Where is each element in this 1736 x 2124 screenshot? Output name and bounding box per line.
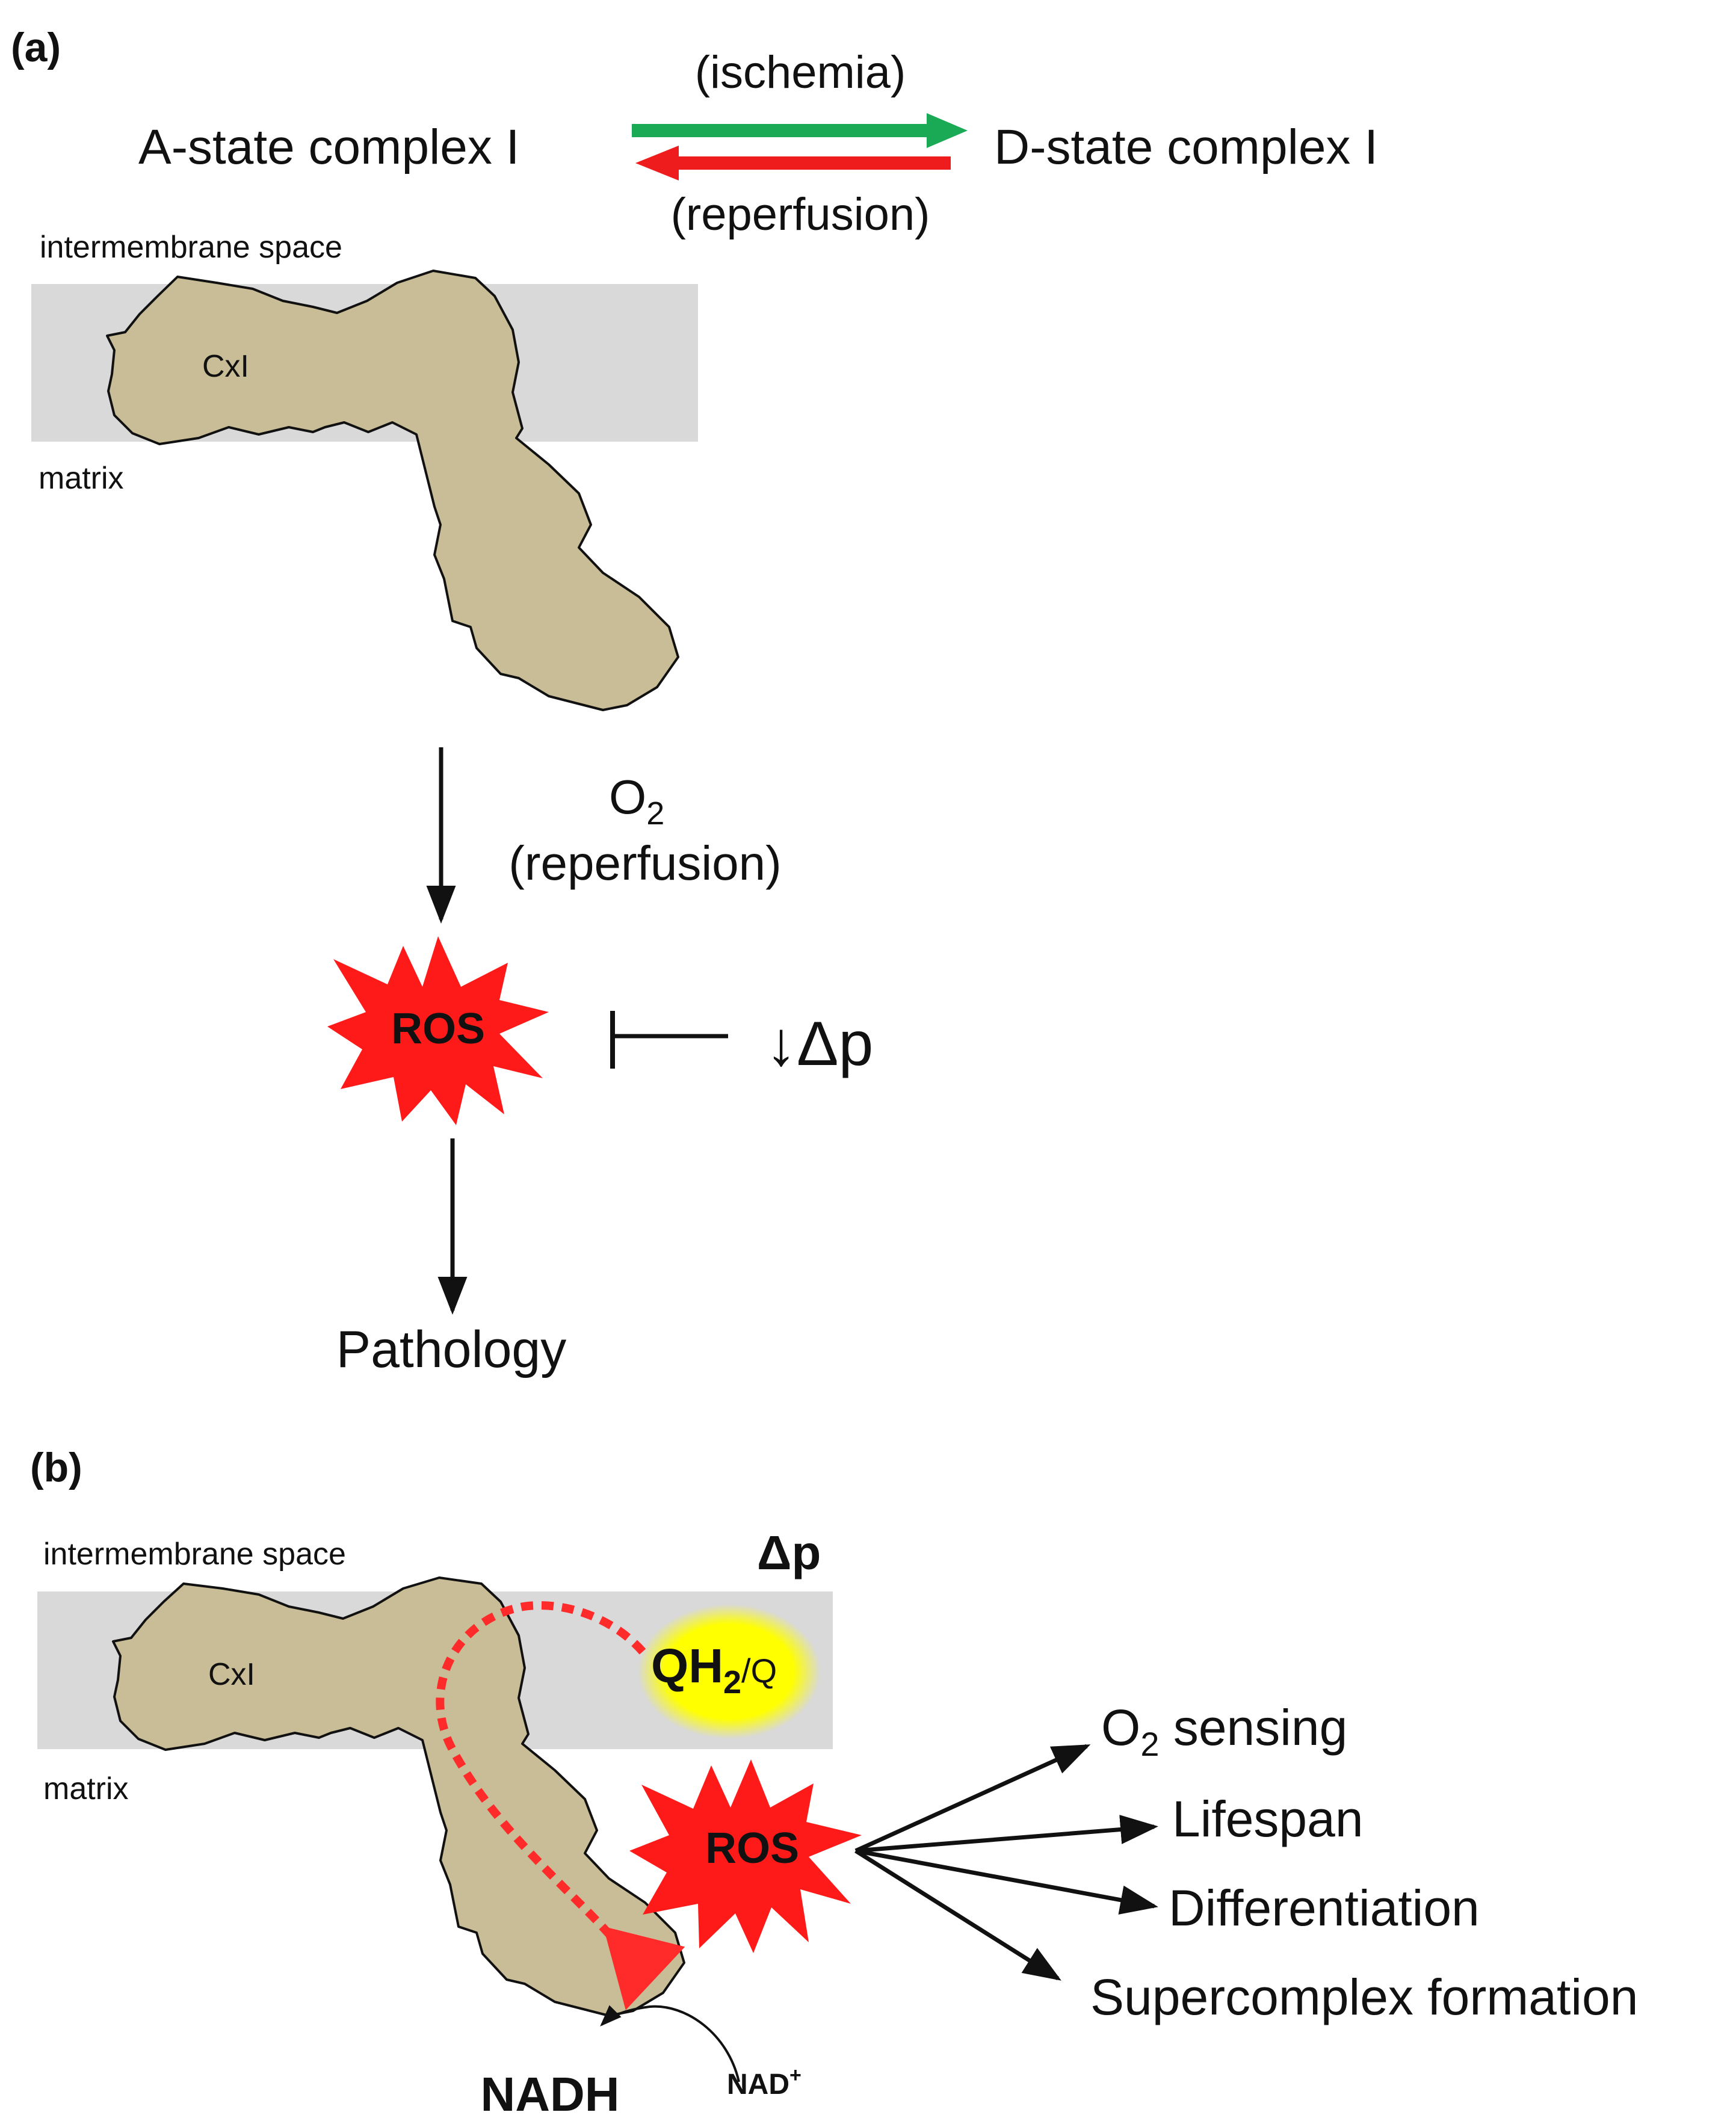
- reperfusion-label-mid: (reperfusion): [508, 836, 782, 890]
- o2-sensing-label: O2 sensing: [1101, 1699, 1347, 1763]
- lifespan-label: Lifespan: [1172, 1791, 1364, 1847]
- a-state-label: A-state complex I: [138, 120, 519, 174]
- pathology-label: Pathology: [336, 1321, 567, 1378]
- matrix-label-a: matrix: [39, 461, 124, 496]
- qh2-glow: [638, 1604, 821, 1739]
- electron-transfer-path: [436, 1601, 685, 2010]
- delta-p-decrease-label: ↓Δp: [765, 1009, 873, 1079]
- nad-label: NAD+: [727, 2064, 802, 2101]
- arrow-to-differentiation: [855, 1848, 1158, 1915]
- reperfusion-arrow: [635, 146, 951, 181]
- panel-a-label: (a): [11, 25, 61, 70]
- d-state-label: D-state complex I: [994, 120, 1378, 174]
- complex-label-a: CxI: [202, 349, 249, 384]
- ros-burst-a: [327, 936, 549, 1125]
- inhibition-bar: [610, 1011, 728, 1069]
- qh2-label: QH2/Q: [651, 1639, 777, 1700]
- reperfusion-arrow-head: [635, 146, 679, 181]
- complex-label-b: CxI: [208, 1657, 255, 1692]
- outcome-arrows: [854, 1744, 1158, 1981]
- matrix-label-b: matrix: [43, 1771, 129, 1806]
- ros-label-b: ROS: [705, 1824, 799, 1872]
- differentiation-label: Differentiation: [1169, 1880, 1480, 1936]
- ischemia-arrow-head: [927, 113, 968, 148]
- ims-label-b: intermembrane space: [43, 1537, 346, 1572]
- nadh-label: NADH: [480, 2067, 619, 2121]
- nad-reaction-arrow: [600, 2005, 740, 2082]
- panel-b-label: (b): [30, 1445, 82, 1490]
- arrow-to-o2-sensing: [854, 1744, 1091, 1853]
- arrow-to-supercomplex: [854, 1849, 1061, 1981]
- arrow-to-lifespan: [855, 1815, 1158, 1853]
- reperfusion-arrow-shaft: [673, 156, 951, 170]
- complex-i-shape-a: [106, 270, 679, 711]
- supercomplex-label: Supercomplex formation: [1090, 1969, 1638, 2025]
- panel-a: (a) A-state complex I D-state complex I …: [11, 25, 1378, 1378]
- complex-i-shape-b: [112, 1576, 685, 2017]
- panel-b: (b) intermembrane space Δp matrix CxI QH…: [30, 1445, 1638, 2121]
- o2-label: O2: [609, 770, 664, 832]
- ischemia-label: (ischemia): [695, 47, 906, 98]
- ischemia-arrow-shaft: [632, 124, 933, 137]
- reperfusion-label-top: (reperfusion): [671, 189, 930, 240]
- ischemia-arrow: [632, 113, 968, 148]
- ims-label-a: intermembrane space: [40, 230, 342, 265]
- ros-burst-b: [629, 1759, 862, 1953]
- delta-p-label-b: Δp: [757, 1526, 821, 1579]
- ros-label-a: ROS: [391, 1005, 485, 1053]
